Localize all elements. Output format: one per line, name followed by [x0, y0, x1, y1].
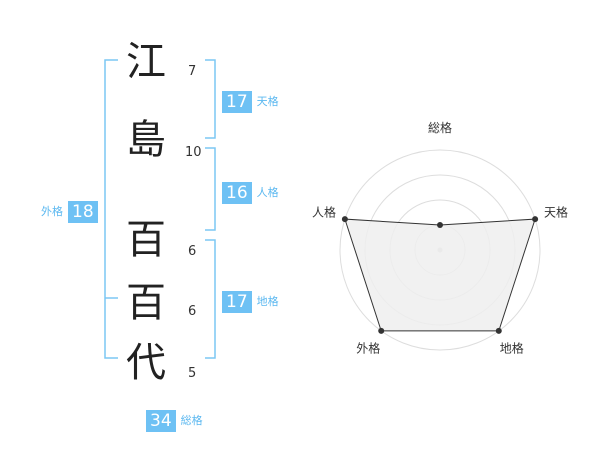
- jinkaku-badge: 16 人格: [222, 182, 279, 204]
- soukaku-value: 34: [146, 410, 176, 432]
- stroke-count-2: 10: [185, 145, 202, 160]
- radar-axis-label-1: 総格: [428, 120, 452, 135]
- chikaku-bracket: [205, 239, 216, 359]
- gaikaku-bracket: [104, 59, 118, 359]
- radar-axis-label-2: 天格: [544, 204, 568, 219]
- name-char-2: 島: [126, 117, 166, 163]
- name-char-5: 代: [126, 340, 166, 386]
- stroke-count-5: 5: [188, 366, 197, 381]
- name-char-4: 百: [126, 280, 166, 326]
- gaikaku-label: 外格: [41, 205, 63, 218]
- stroke-count-1: 7: [188, 64, 197, 79]
- name-char-3: 百: [126, 217, 166, 263]
- gaikaku-value: 18: [68, 201, 98, 223]
- radar-point-4: [378, 327, 385, 334]
- gaikaku-badge: 外格 18: [41, 201, 98, 223]
- radar-point-5: [341, 216, 348, 223]
- radar-point-3: [495, 327, 502, 334]
- soukaku-label: 総格: [180, 414, 203, 427]
- radar-axis-label-4: 外格: [356, 341, 380, 356]
- chikaku-value: 17: [222, 291, 252, 313]
- chikaku-label: 地格: [256, 295, 279, 308]
- radar-point-2: [532, 216, 539, 223]
- stroke-count-4: 6: [188, 304, 197, 319]
- radar-axis-label-5: 人格: [312, 204, 336, 219]
- name-char-1: 江: [126, 39, 166, 85]
- jinkaku-value: 16: [222, 182, 252, 204]
- tenkaku-bracket: [205, 59, 216, 139]
- soukaku-badge: 34 総格: [146, 410, 203, 432]
- radar-ring-4: [339, 149, 541, 351]
- chikaku-badge: 17 地格: [222, 291, 279, 313]
- radar-point-1: [437, 222, 443, 228]
- radar-polygon: [344, 218, 536, 332]
- tenkaku-value: 17: [222, 91, 252, 113]
- jinkaku-bracket: [205, 147, 216, 231]
- jinkaku-label: 人格: [256, 186, 279, 199]
- tenkaku-badge: 17 天格: [222, 91, 279, 113]
- stroke-count-3: 6: [188, 244, 197, 259]
- tenkaku-label: 天格: [256, 95, 279, 108]
- radar-axis-label-3: 地格: [500, 341, 524, 356]
